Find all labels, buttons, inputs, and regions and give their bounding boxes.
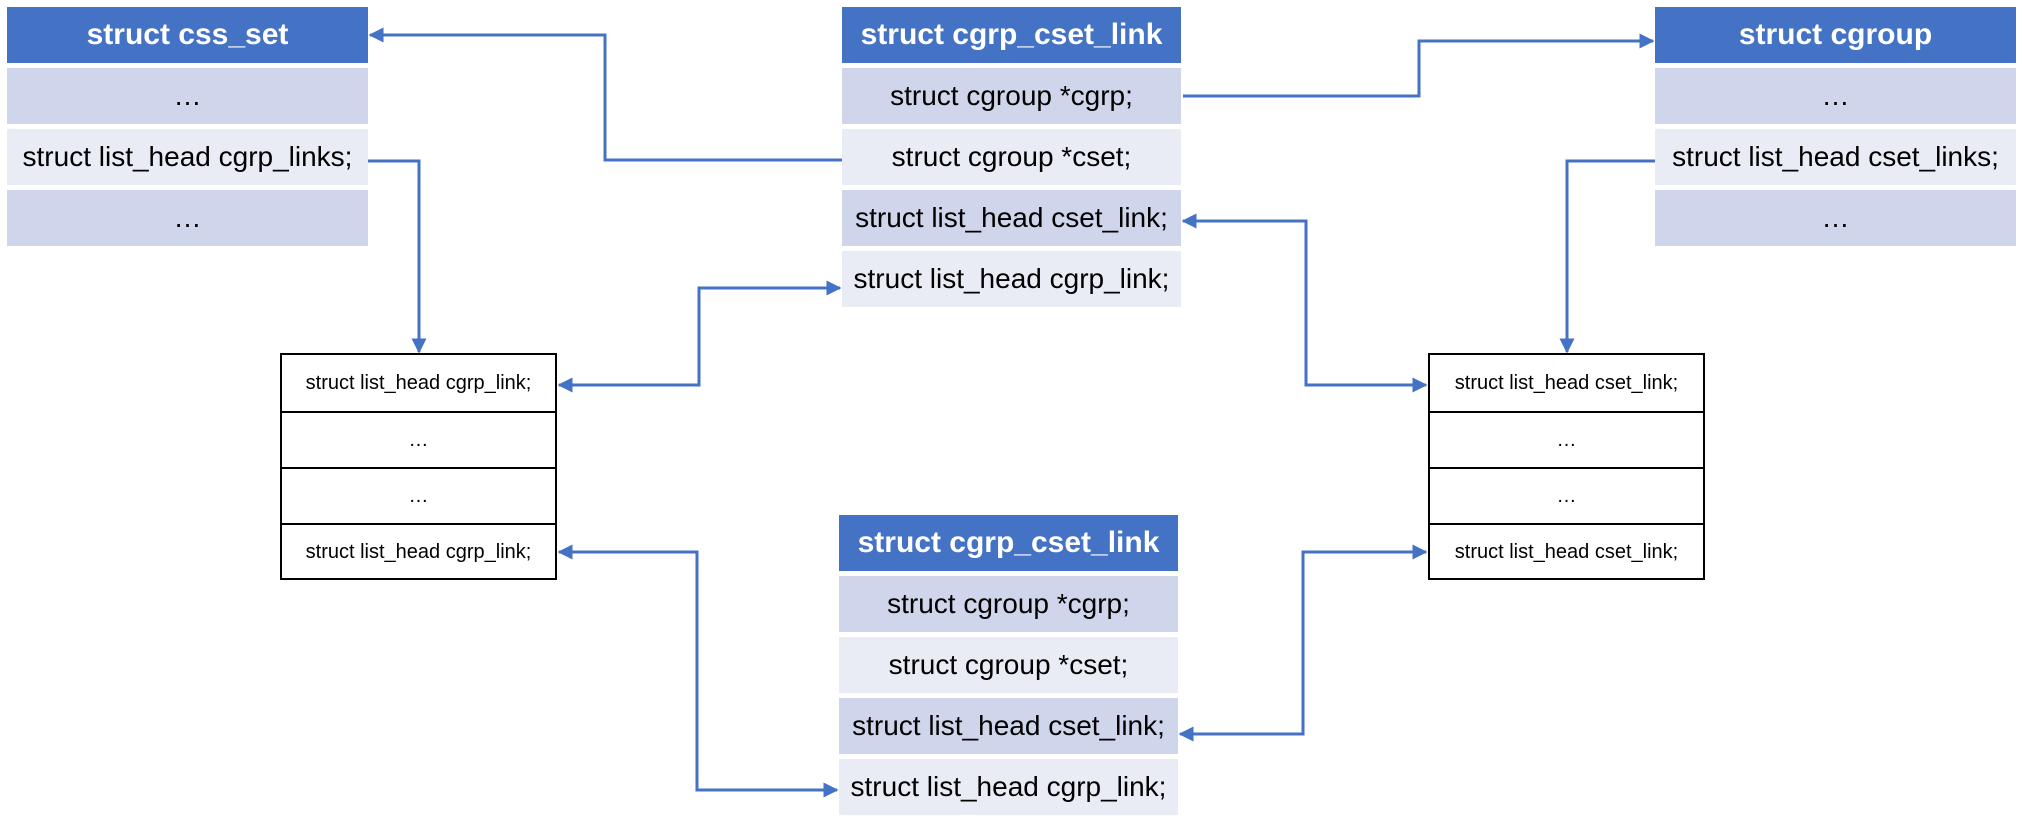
cset-list-item-2: … [1430, 467, 1703, 523]
link-bottom-field-cgrp-link: struct list_head cgrp_link; [839, 759, 1178, 815]
cgroup-field-0: … [1655, 68, 2016, 124]
cset-list-item-3: struct list_head cset_link; [1430, 523, 1703, 579]
arrow-cgrp-list-link-top [557, 280, 842, 393]
css-set-field-cgrp-links: struct list_head cgrp_links; [7, 129, 368, 185]
link-top-field-cgrp-link: struct list_head cgrp_link; [842, 251, 1181, 307]
css-set-struct: struct css_set … struct list_head cgrp_l… [7, 7, 368, 246]
cgrp-cset-link-top-struct: struct cgrp_cset_link struct cgroup *cgr… [842, 7, 1181, 307]
arrow-cgrp-to-cgroup [1183, 33, 1655, 98]
link-top-field-cset-link: struct list_head cset_link; [842, 190, 1181, 246]
css-set-title: struct css_set [7, 7, 368, 63]
arrow-cset-to-css-set [368, 27, 842, 162]
cset-list-item-1: … [1430, 411, 1703, 467]
link-bottom-field-cgrp: struct cgroup *cgrp; [839, 576, 1178, 632]
cset-link-list: struct list_head cset_link; … … struct l… [1428, 353, 1705, 580]
arrow-cgrp-list-link-bottom [557, 544, 839, 798]
link-bottom-field-cset: struct cgroup *cset; [839, 637, 1178, 693]
cgrp-list-item-1: … [282, 411, 555, 467]
arrow-cset-link-top-list [1181, 213, 1428, 393]
link-top-field-cgrp: struct cgroup *cgrp; [842, 68, 1181, 124]
cgrp-cset-link-bottom-struct: struct cgrp_cset_link struct cgroup *cgr… [839, 515, 1178, 815]
arrow-cset-links-to-list [1559, 159, 1655, 354]
cgrp-list-item-0: struct list_head cgrp_link; [305, 371, 532, 394]
link-bottom-title: struct cgrp_cset_link [839, 515, 1178, 571]
cgrp-link-list: struct list_head cgrp_link; … … struct l… [280, 353, 557, 580]
cset-list-item-0: struct list_head cset_link; [1454, 371, 1679, 394]
cgroup-struct: struct cgroup … struct list_head cset_li… [1655, 7, 2016, 246]
arrow-cgrp-links-to-list [368, 159, 427, 354]
link-bottom-field-cset-link: struct list_head cset_link; [839, 698, 1178, 754]
cgrp-list-item-3: struct list_head cgrp_link; [282, 523, 555, 579]
link-top-field-cset: struct cgroup *cset; [842, 129, 1181, 185]
cgroup-title: struct cgroup [1655, 7, 2016, 63]
cgrp-list-item-2: … [282, 467, 555, 523]
css-set-field-2: … [7, 190, 368, 246]
cgroup-field-2: … [1655, 190, 2016, 246]
css-set-field-0: … [7, 68, 368, 124]
arrow-cset-link-bottom-list [1178, 544, 1428, 742]
cgroup-field-cset-links: struct list_head cset_links; [1655, 129, 2016, 185]
link-top-title: struct cgrp_cset_link [842, 7, 1181, 63]
